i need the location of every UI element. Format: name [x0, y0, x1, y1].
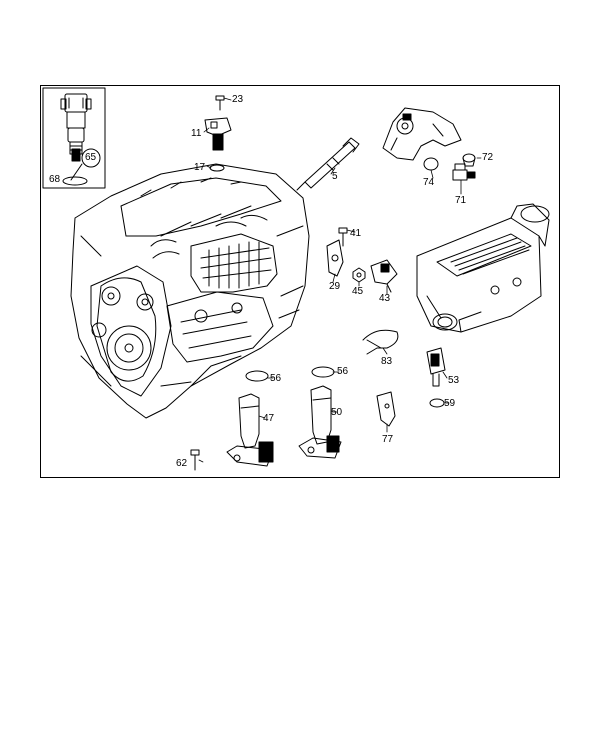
bolt-23-drawing: [215, 95, 225, 111]
callout-5: 5: [332, 171, 338, 182]
bracket-29-drawing: [326, 239, 344, 277]
charge-air-cooler-drawing: [416, 203, 550, 333]
hose-clamp-83-drawing: [362, 329, 399, 355]
callout-77: 77: [382, 434, 394, 445]
callout-45: 45: [352, 286, 364, 297]
engine-block-drawing: [70, 163, 310, 419]
unit-50-drawing: [298, 385, 342, 459]
thermostat-housing-drawing: [382, 107, 462, 161]
o-ring-56-right-drawing: [311, 366, 335, 378]
bolt-41-drawing: [338, 227, 348, 247]
callout-29: 29: [329, 281, 341, 292]
washer-59-drawing: [429, 398, 445, 408]
callout-71: 71: [455, 195, 467, 206]
callout-41: 41: [350, 228, 362, 239]
leader-lines: [198, 97, 482, 463]
pressure-sensor-43-drawing: [370, 259, 398, 293]
bolt-62-drawing: [190, 449, 200, 471]
unit-47-drawing: [226, 393, 274, 467]
engine-parts-drawing: [42, 87, 550, 471]
callout-62: 62: [176, 458, 188, 469]
callout-50: 50: [331, 407, 343, 418]
callout-68: 68: [49, 174, 61, 185]
sensor-65-drawing: [60, 93, 92, 162]
callout-11: 11: [191, 128, 202, 139]
diagram-frame: 65 68 23 11 17 5 72 74 71 41 29 45 43 83…: [40, 85, 560, 478]
glow-plug-5-drawing: [296, 137, 360, 191]
oil-pressure-sensor-53-drawing: [426, 347, 446, 387]
inset-box: [42, 87, 106, 189]
temperature-sensor-71-drawing: [452, 163, 476, 181]
callout-47: 47: [263, 413, 275, 424]
sensor-72-drawing: [462, 153, 476, 167]
callout-59: 59: [444, 398, 456, 409]
o-ring-68-drawing: [62, 176, 88, 186]
callout-43: 43: [379, 293, 391, 304]
callout-23: 23: [232, 94, 244, 105]
washer-74-drawing: [423, 157, 439, 171]
callout-56-left: 56: [270, 373, 282, 384]
callout-17: 17: [194, 162, 206, 173]
callout-53: 53: [448, 375, 460, 386]
camshaft-sensor-11-drawing: [204, 117, 232, 151]
o-ring-56-left-drawing: [245, 370, 269, 382]
o-ring-17-drawing: [209, 164, 225, 172]
callout-65: 65: [85, 152, 97, 163]
callout-74: 74: [423, 177, 435, 188]
callout-72: 72: [482, 152, 494, 163]
callout-56-right: 56: [337, 366, 349, 377]
callout-83: 83: [381, 356, 393, 367]
callout-circle-65: [81, 148, 101, 168]
bracket-77-drawing: [376, 391, 396, 427]
nut-45-drawing: [352, 267, 366, 283]
